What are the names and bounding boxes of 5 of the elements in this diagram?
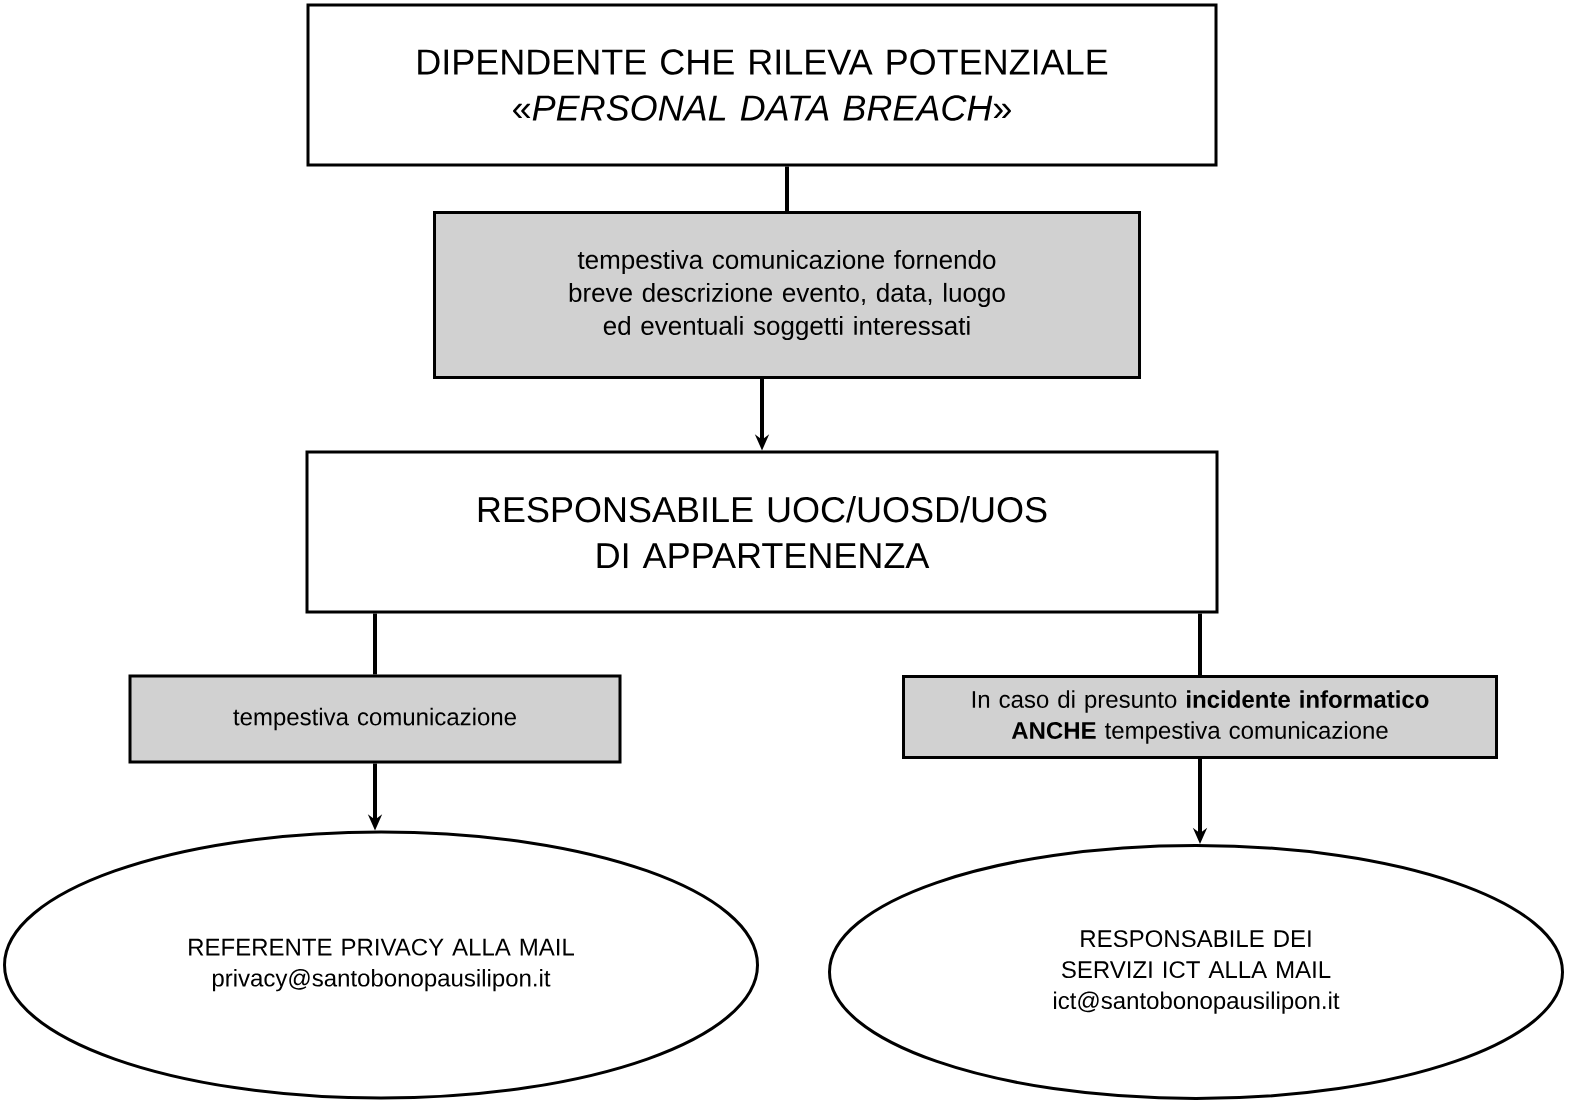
- message-box: tempestiva comunicazione: [128, 674, 622, 764]
- process-box: RESPONSABILE UOC/UOSD/UOS DI APPARTENENZA: [305, 450, 1219, 614]
- message-box: In caso di presunto incidente informatico ANCHE tempestiva comunicazione: [902, 675, 1498, 759]
- process-box: DIPENDENTE CHE RILEVA POTENZIALE «PERSONAL DATA BREACH»: [306, 3, 1218, 167]
- message-box: tempestiva comunicazione fornendo breve descrizione evento, data, luogo ed eventuali soggetti interessati: [433, 211, 1141, 379]
